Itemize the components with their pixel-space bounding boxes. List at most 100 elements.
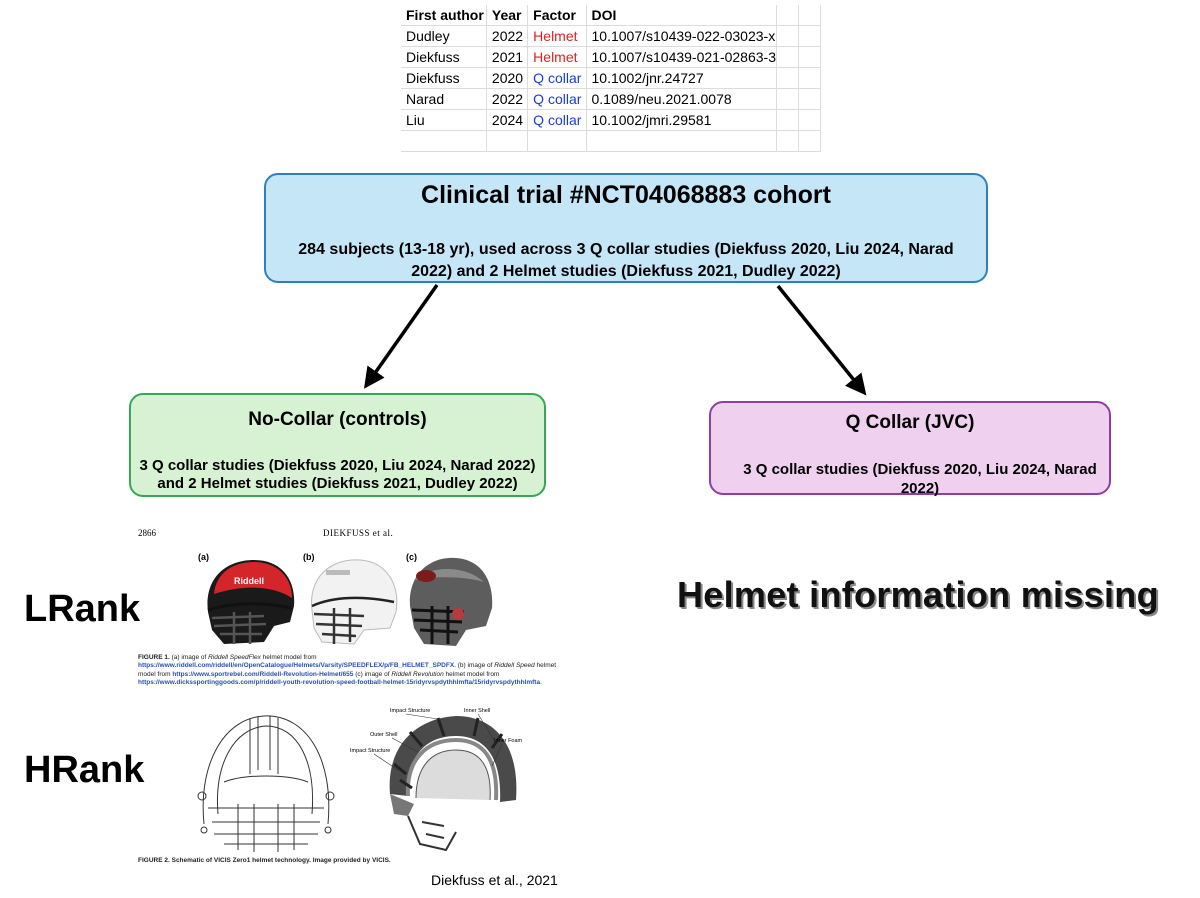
arrow-to-no-collar: [363, 283, 439, 389]
arrow-to-q-collar: [776, 284, 867, 396]
table-cell: [776, 46, 800, 68]
cell-year: 2021: [486, 46, 529, 68]
header-first-author: First author: [401, 5, 487, 26]
label-impact-structure-left: Impact Structure: [350, 748, 390, 754]
helmet-front-drawing: [197, 715, 335, 852]
table-cell: [798, 25, 821, 47]
figure1-link-c[interactable]: https://www.dickssportinggoods.com/p/rid…: [138, 678, 541, 686]
table-cell: [401, 130, 487, 152]
paper-excerpt: 2866 DIEKFUSS et al. (a) (b) (c) Riddell: [136, 524, 566, 869]
hrank-label: HRank: [24, 749, 145, 791]
q-collar-box: Q Collar (JVC) 3 Q collar studies (Diekf…: [709, 401, 1111, 497]
table-cell: [776, 25, 800, 47]
table-cell: [798, 46, 821, 68]
cell-doi: 10.1002/jnr.24727: [586, 67, 777, 89]
no-collar-title: No-Collar (controls): [248, 409, 427, 430]
figure2-text: Schematic of VICIS Zero1 helmet technolo…: [171, 857, 391, 864]
header-year: Year: [486, 5, 529, 26]
label-inner-foam: Inner Foam: [494, 738, 523, 744]
clinical-trial-box: Clinical trial #NCT04068883 cohort 284 s…: [264, 173, 988, 283]
figure1-link-b[interactable]: https://www.sportrebel.com/Riddell-Revol…: [172, 670, 354, 678]
cell-factor: Helmet: [527, 25, 587, 47]
table-cell: [776, 109, 800, 131]
cell-year: 2022: [486, 25, 529, 47]
table-cell: [776, 88, 800, 110]
table-cell: [527, 130, 587, 152]
label-outer-shell: Outer Shell: [370, 732, 398, 738]
cell-factor: Q collar: [527, 88, 587, 110]
header-factor: Factor: [527, 5, 587, 26]
cell-factor: Helmet: [527, 46, 587, 68]
table-cell: [798, 5, 821, 26]
no-collar-description: 3 Q collar studies (Diekfuss 2020, Liu 2…: [139, 457, 536, 492]
cell-doi: 10.1007/s10439-022-03023-x: [586, 25, 777, 47]
no-collar-box: No-Collar (controls) 3 Q collar studies …: [129, 393, 546, 497]
label-inner-shell: Inner Shell: [464, 708, 490, 714]
figure1-text: Riddell SpeedFlex: [208, 654, 261, 661]
figure1-label: FIGURE 1.: [138, 654, 170, 661]
cell-doi: 10.1007/s10439-021-02863-3: [586, 46, 777, 68]
lrank-label: LRank: [24, 588, 141, 630]
cell-factor: Q collar: [527, 109, 587, 131]
table-cell: [798, 67, 821, 89]
figure1-text: helmet model from: [443, 670, 500, 678]
table-cell: [776, 130, 800, 152]
cell-author: Diekfuss: [401, 67, 487, 89]
helmet-b-image: [311, 559, 398, 645]
cell-author: Diekfuss: [401, 46, 487, 68]
helmet-brand-text: Riddell: [234, 576, 264, 586]
figure1-text: helmet model from: [138, 662, 557, 678]
source-credit: Diekfuss et al., 2021: [431, 872, 558, 888]
table-row: Diekfuss 2020 Q collar 10.1002/jnr.24727: [401, 67, 821, 89]
helmet-photos: Riddell: [207, 557, 493, 646]
table-row-empty: [401, 130, 821, 152]
cell-year: 2020: [486, 67, 529, 89]
cell-author: Narad: [401, 88, 487, 110]
header-doi: DOI: [586, 5, 777, 26]
table-cell: [486, 130, 529, 152]
table-row: Dudley 2022 Helmet 10.1007/s10439-022-03…: [401, 25, 821, 47]
vicis-schematics: Impact Structure Inner Shell Outer Shell…: [197, 708, 523, 852]
table-row: Liu 2024 Q collar 10.1002/jmri.29581: [401, 109, 821, 131]
figure2-label: FIGURE 2.: [138, 857, 170, 864]
table-header-row: First author Year Factor DOI: [401, 5, 821, 26]
clinical-trial-description: 284 subjects (13-18 yr), used across 3 Q…: [298, 241, 954, 280]
label-impact-structure-top: Impact Structure: [390, 708, 430, 714]
figure2-caption: FIGURE 2. Schematic of VICIS Zero1 helme…: [138, 857, 564, 865]
clinical-trial-title: Clinical trial #NCT04068883 cohort: [421, 181, 831, 209]
table-row: Narad 2022 Q collar 0.1089/neu.2021.0078: [401, 88, 821, 110]
panel-c-label: (c): [406, 552, 417, 562]
figure1-text: Riddell Revolution: [391, 670, 444, 678]
figure1-text: .: [540, 678, 542, 686]
figure1-text: (a) image of: [171, 654, 209, 661]
figure1-text: helmet model from: [260, 654, 317, 661]
cell-year: 2022: [486, 88, 529, 110]
helmet-a-image: Riddell: [207, 560, 295, 644]
table-cell: [776, 5, 800, 26]
table-cell: [776, 67, 800, 89]
figure1-text: . (b) image of: [454, 662, 495, 670]
q-collar-title: Q Collar (JVC): [845, 412, 975, 433]
study-table: First author Year Factor DOI Dudley 2022…: [401, 5, 821, 152]
table-cell: [798, 130, 821, 152]
figure1-caption: FIGURE 1. (a) image of Riddell SpeedFlex…: [138, 654, 564, 687]
helmet-section-drawing: Impact Structure Inner Shell Outer Shell…: [350, 708, 523, 852]
helmet-c-image: [409, 557, 493, 646]
page-number: 2866: [138, 528, 156, 538]
cell-year: 2024: [486, 109, 529, 131]
cell-author: Liu: [401, 109, 487, 131]
figure1-text: (c) image of: [353, 670, 392, 678]
running-head: DIEKFUSS et al.: [323, 528, 394, 538]
figure1-text: Riddell Speed: [494, 662, 535, 670]
table-row: Diekfuss 2021 Helmet 10.1007/s10439-021-…: [401, 46, 821, 68]
table-cell: [586, 130, 777, 152]
cell-factor: Q collar: [527, 67, 587, 89]
q-collar-description: 3 Q collar studies (Diekfuss 2020, Liu 2…: [743, 461, 1097, 497]
table-cell: [798, 88, 821, 110]
figure1-link-a[interactable]: https://www.riddell.com/riddell/en/OpenC…: [138, 662, 455, 670]
helmet-missing-label: Helmet information missing: [677, 574, 1159, 615]
panel-b-label: (b): [303, 552, 315, 562]
table-cell: [798, 109, 821, 131]
cell-doi: 0.1089/neu.2021.0078: [586, 88, 777, 110]
